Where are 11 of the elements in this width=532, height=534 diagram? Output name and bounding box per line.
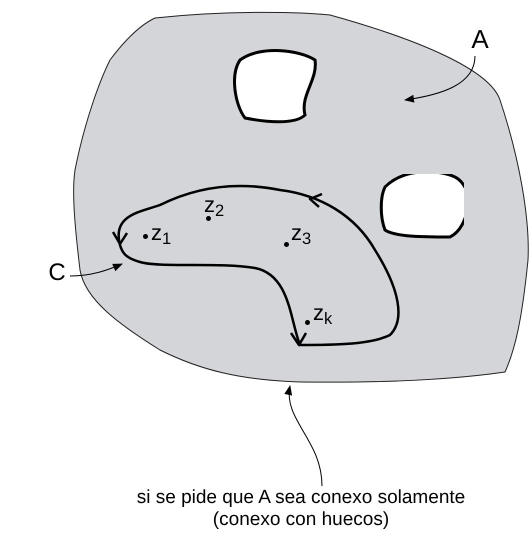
point-label: z$_{2}$: [204, 194, 224, 216]
text-label: A: [471, 26, 489, 52]
point-label: z$_{3}$: [291, 222, 312, 244]
text-label: si se pide que A sea conexo solamente: [136, 487, 466, 509]
text-label: (conexo con huecos): [212, 509, 390, 531]
leader-arrow: [404, 56, 476, 103]
leader-arrow: [285, 385, 322, 486]
point-label: z$_{1}$: [151, 222, 172, 244]
leader-arrow: [70, 264, 123, 276]
text-label: C: [48, 261, 66, 285]
point-label: z$_{k}$: [313, 302, 332, 324]
